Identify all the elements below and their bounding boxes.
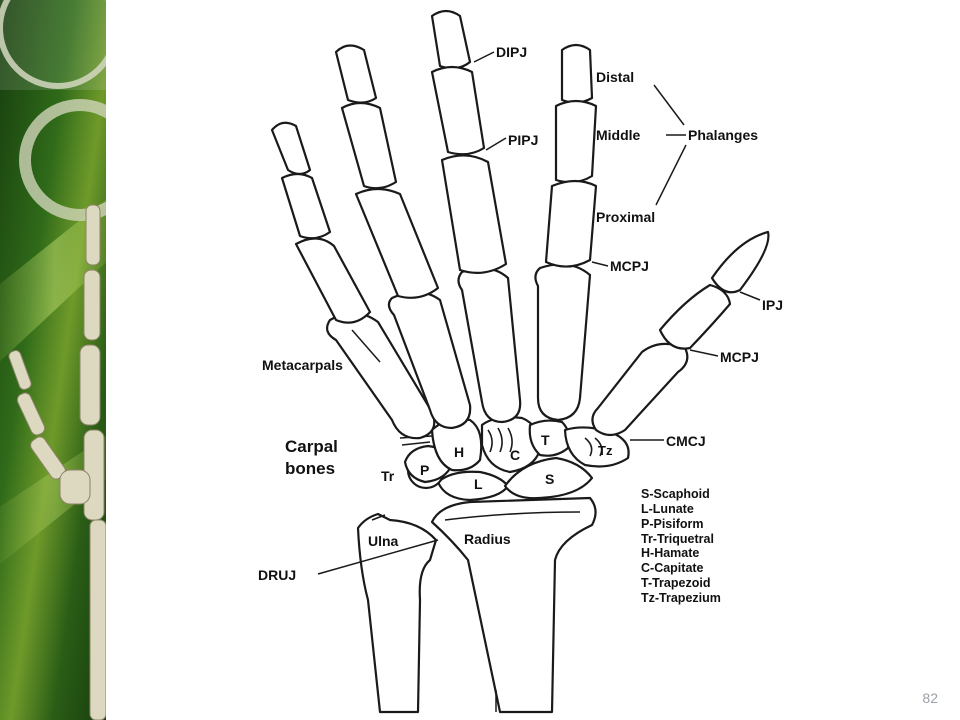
decorative-ring: [19, 99, 106, 221]
label-tr: Tr: [381, 468, 395, 484]
label-pipj: PIPJ: [508, 132, 538, 148]
page-number: 82: [922, 690, 938, 706]
label-p: P: [420, 462, 429, 478]
label-ulna: Ulna: [368, 533, 399, 549]
metacarpal-bones: [325, 263, 689, 440]
label-h: H: [454, 444, 464, 460]
decorative-ring: [0, 0, 106, 89]
legend-item: P-Pisiform: [641, 517, 704, 531]
label-c: C: [510, 447, 520, 463]
lunate-bone: [436, 470, 510, 502]
label-t: T: [541, 432, 550, 448]
label-s: S: [545, 471, 554, 487]
phalanges-bones: [270, 9, 770, 350]
radius-bone: [430, 496, 597, 714]
label-druj: DRUJ: [258, 567, 296, 583]
label-mcpj-finger: MCPJ: [610, 258, 649, 274]
skeleton-hand-photo: [8, 204, 106, 720]
scaphoid-bone: [503, 456, 594, 500]
carpal-legend: S-Scaphoid L-Lunate P-Pisiform Tr-Trique…: [641, 487, 721, 605]
label-metacarpals: Metacarpals: [262, 357, 343, 373]
label-bones: bones: [285, 459, 335, 478]
legend-item: C-Capitate: [641, 561, 704, 575]
legend-item: H-Hamate: [641, 546, 699, 560]
legend-item: Tz-Trapezium: [641, 591, 721, 605]
label-dipj: DIPJ: [496, 44, 527, 60]
label-tz: Tz: [598, 443, 613, 458]
legend-item: Tr-Triquetral: [641, 532, 714, 546]
legend-item: L-Lunate: [641, 502, 694, 516]
label-mcpj-thumb: MCPJ: [720, 349, 759, 365]
label-ipj: IPJ: [762, 297, 783, 313]
legend-item: T-Trapezoid: [641, 576, 710, 590]
label-distal: Distal: [596, 69, 634, 85]
label-cmcj: CMCJ: [666, 433, 706, 449]
carpal-letter-labels: H C T Tz P Tr L S: [381, 432, 613, 492]
label-carpal: Carpal: [285, 437, 338, 456]
anatomy-labels: DIPJ PIPJ MCPJ Distal Middle Phalanges P…: [258, 44, 783, 583]
label-l: L: [474, 476, 483, 492]
legend-item: S-Scaphoid: [641, 487, 710, 501]
decorative-sidebar: [0, 0, 106, 720]
label-radius: Radius: [464, 531, 511, 547]
label-middle: Middle: [596, 127, 641, 143]
carpal-bones: [399, 416, 630, 502]
label-phalanges: Phalanges: [688, 127, 758, 143]
ulna-bone: [356, 512, 438, 714]
leader-lines: [317, 51, 761, 575]
label-proximal: Proximal: [596, 209, 655, 225]
